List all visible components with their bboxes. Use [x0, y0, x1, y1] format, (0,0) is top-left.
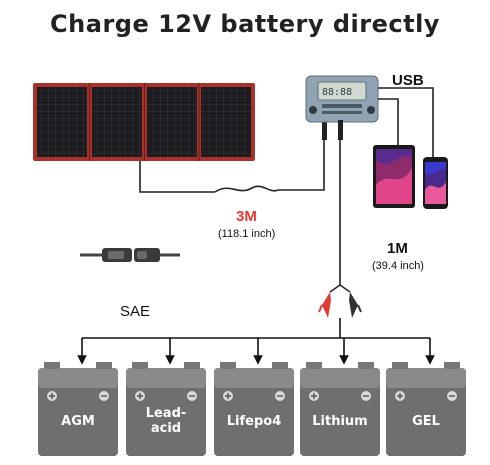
battery-label: AGM	[61, 414, 95, 429]
battery-icon	[126, 362, 206, 456]
clip-cable	[338, 120, 343, 285]
main-cable-length: 3M	[236, 208, 257, 225]
sae-connector-icon	[80, 248, 180, 262]
clip-cable-length-inches: (39.4 inch)	[372, 260, 424, 272]
battery-label: Lead-acid	[145, 406, 187, 436]
usb-label: USB	[392, 72, 424, 89]
battery-icon	[386, 362, 466, 456]
battery-icon	[214, 362, 294, 456]
main-cable	[139, 120, 327, 193]
battery-label: Lifepo4	[226, 414, 282, 429]
main-cable-length-inches: (118.1 inch)	[218, 228, 276, 240]
solar-panel-icon	[33, 83, 255, 161]
svg-text:88:88: 88:88	[322, 87, 352, 98]
phone-icon	[423, 157, 448, 209]
page-title: Charge 12V battery directly	[50, 10, 440, 38]
battery-icon	[38, 362, 118, 456]
charge-controller-icon: 88:88	[305, 75, 379, 123]
tablet-icon	[373, 145, 415, 208]
usb-cables	[378, 87, 434, 158]
battery-label: GEL	[412, 414, 440, 429]
sae-label: SAE	[120, 303, 151, 320]
battery-icon	[300, 362, 380, 456]
battery-group	[38, 362, 466, 456]
distribution-lines	[77, 318, 435, 365]
battery-label: Lithium	[312, 414, 368, 429]
alligator-clip-icon	[318, 284, 362, 318]
clip-cable-length: 1M	[387, 240, 408, 257]
